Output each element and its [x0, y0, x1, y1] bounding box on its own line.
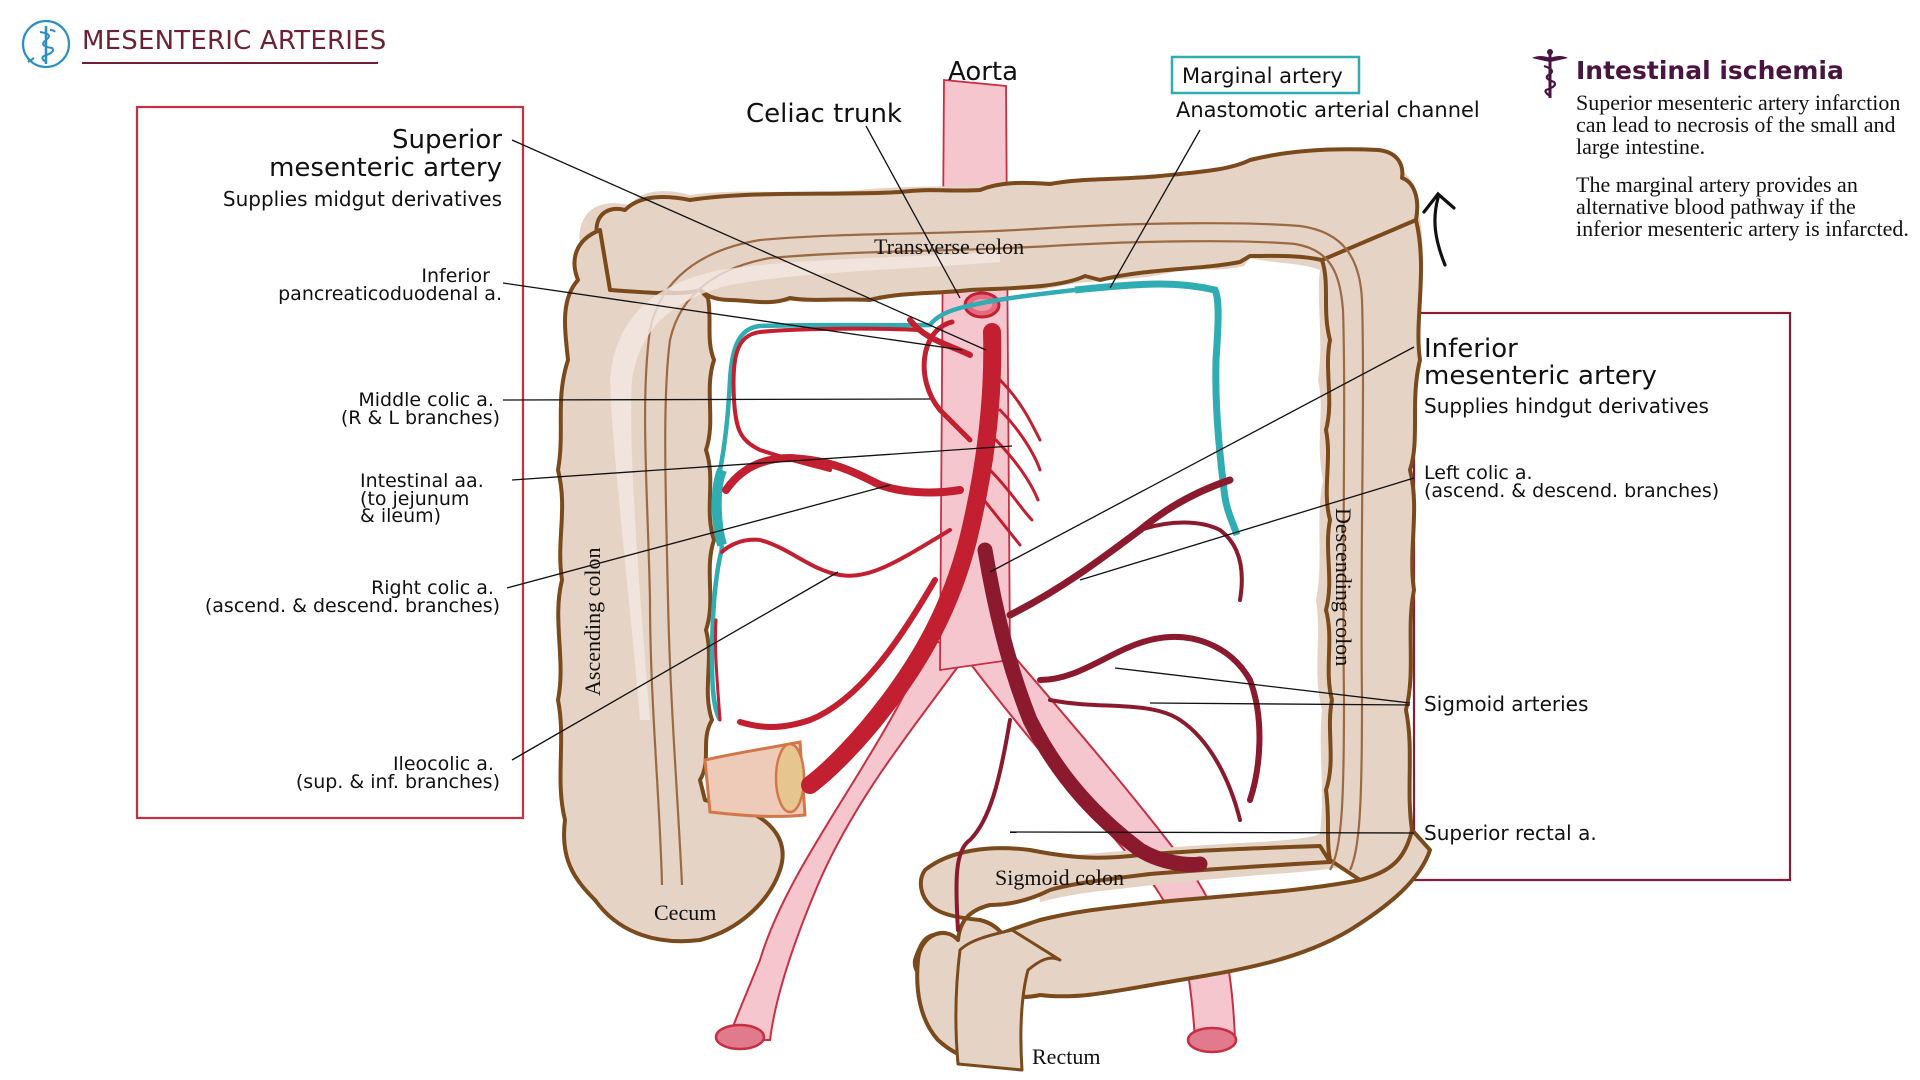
colon: [556, 147, 1432, 1072]
label-left-colic: Left colic a. (ascend. & descend. branch…: [1424, 462, 1719, 502]
superior-mesenteric-artery-tree: [713, 317, 1042, 794]
transverse-colon-label: Transverse colon: [874, 234, 1024, 259]
title-underline: [82, 62, 378, 64]
rectum-label: Rectum: [1032, 1044, 1100, 1069]
cecum-label: Cecum: [654, 900, 716, 925]
ima-subtitle: Supplies hindgut derivatives: [1424, 394, 1709, 418]
page-title: MESENTERIC ARTERIES: [82, 26, 387, 56]
sma-title-line1: Superior: [392, 125, 502, 155]
sma-label-box: [135, 105, 525, 820]
rotation-arrow-icon: [1422, 191, 1456, 267]
left-iliac-lumen: [1186, 1026, 1238, 1054]
label-middle-colic: Middle colic a. (R & L branches): [341, 389, 500, 429]
label-ileocolic: Ileocolic a. (sup. & inf. branches): [296, 753, 500, 793]
side-panel-paragraph-2: The marginal artery provides an alternat…: [1576, 172, 1909, 241]
marginal-artery-label-box: [1170, 55, 1361, 95]
inferior-mesenteric-artery-tree: [954, 476, 1263, 932]
descending-colon-label: Descending colon: [1331, 508, 1356, 666]
marginal-artery: [1074, 280, 1241, 537]
side-panel-heading: Intestinal ischemia: [1576, 56, 1844, 85]
right-iliac-lumen: [714, 1023, 766, 1051]
label-sigmoid-arteries: Sigmoid arteries: [1424, 692, 1588, 716]
leader-lines: [502, 125, 1415, 834]
celiac-trunk-label: Celiac trunk: [746, 99, 902, 129]
caduceus-circle-icon: [21, 19, 71, 69]
label-inferior-pancreaticoduodenal: Inferior pancreaticoduodenal a.: [278, 265, 502, 305]
sigmoid-colon-label: Sigmoid colon: [995, 865, 1124, 890]
intestinal-ischemia-panel: Intestinal ischemia Superior mesenteric …: [1530, 49, 1910, 241]
sma-subtitle: Supplies midgut derivatives: [223, 187, 502, 211]
marginal-artery-desc: Anastomotic arterial channel: [1176, 98, 1480, 122]
label-right-colic: Right colic a. (ascend. & descend. branc…: [205, 577, 500, 617]
marginal-artery-label: Marginal artery: [1182, 64, 1343, 88]
label-intestinal-aa: Intestinal aa. (to jejunum & ileum): [360, 470, 490, 527]
sma-trunk: [801, 323, 1002, 794]
ima-title-line2: mesenteric artery: [1424, 361, 1657, 391]
marginal-artery-proximal: [709, 287, 1076, 722]
aorta-label: Aorta: [948, 57, 1018, 87]
side-panel-paragraph-1: Superior mesenteric artery infarction ca…: [1576, 90, 1901, 159]
caduceus-icon: [1532, 49, 1568, 98]
sma-title-line2: mesenteric artery: [269, 153, 502, 183]
ima-title-line1: Inferior: [1424, 334, 1518, 364]
rectum-shape: [954, 928, 1062, 1072]
ima-trunk: [977, 542, 1208, 872]
label-superior-rectal: Superior rectal a.: [1424, 821, 1597, 845]
ascending-colon-label: Ascending colon: [580, 548, 605, 696]
